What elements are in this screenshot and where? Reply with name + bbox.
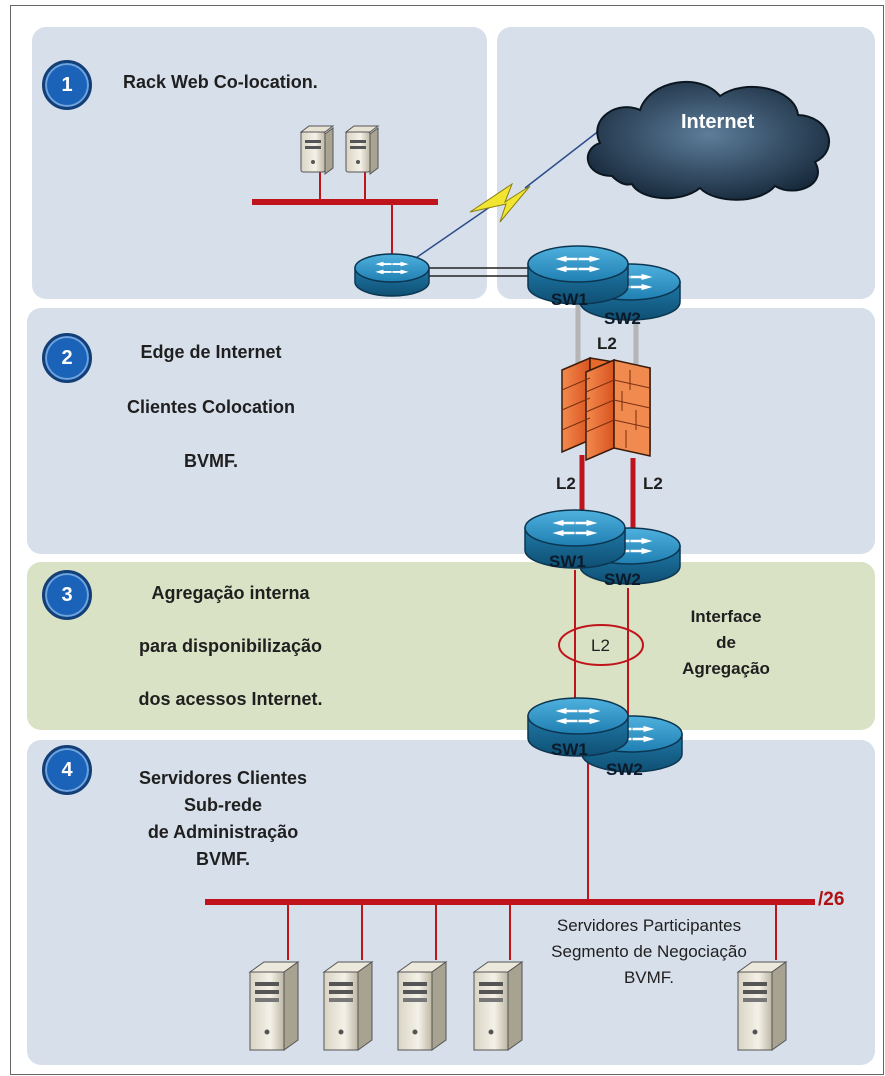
zone-1-badge: 1 [42, 60, 92, 110]
l2-label-upper: L2 [597, 334, 617, 353]
diagram-frame [10, 5, 884, 1075]
internet-cloud-icon [586, 81, 831, 201]
zone-4-line-3: de Administração [147, 822, 299, 842]
client-server-3 [396, 961, 448, 1051]
subnet-mask-label: /26 [818, 889, 845, 910]
zone-1-lan [252, 172, 438, 255]
aggregation-interface-line-2: de [716, 633, 736, 652]
l2-label-left: L2 [556, 474, 576, 493]
zone-3-line-2: para disponibilização [138, 636, 323, 656]
zone-3-line-1: Agregação interna [151, 583, 310, 603]
zone-2-panel [27, 308, 875, 554]
client-server-1 [248, 961, 300, 1051]
zone-1-panel [32, 27, 487, 299]
client-server-2 [322, 961, 374, 1051]
participant-servers-line-3: BVMF. [623, 968, 675, 987]
participant-servers-line-2: Segmento de Negociação [551, 942, 747, 961]
rack-server-1 [299, 125, 335, 175]
client-server-4 [472, 961, 524, 1051]
zone-4-badge: 4 [42, 745, 92, 795]
edge-sw2-label: SW2 [604, 309, 641, 328]
zone-2-line-3: BVMF. [184, 451, 238, 471]
core-sw2-label: SW2 [606, 760, 643, 779]
edge-sw1-label: SW1 [551, 290, 588, 309]
firewall-icon [561, 356, 651, 462]
participant-server [736, 961, 788, 1051]
zone-2-line-2: Clientes Colocation [126, 397, 296, 417]
participant-servers-line-1: Servidores Participantes [556, 916, 742, 935]
mid-sw2-label: SW2 [604, 570, 641, 589]
core-sw1-icon [527, 697, 629, 757]
aggregation-interface-line-1: Interface [690, 607, 762, 626]
l2-label-right: L2 [643, 474, 663, 493]
mid-sw1-icon [524, 509, 626, 569]
rack-server-2 [344, 125, 380, 175]
edge-sw1-icon [527, 245, 629, 305]
zone-4-line-1: Servidores Clientes [138, 768, 308, 788]
zone-3-panel [27, 562, 875, 730]
zone-3-badge: 3 [42, 570, 92, 620]
zone-2-line-1: Edge de Internet [140, 342, 282, 362]
wan-link-bolt [409, 129, 601, 263]
zone-4-line-2: Sub-rede [183, 795, 262, 815]
zone-3-line-3: dos acessos Internet. [138, 689, 323, 709]
router-zone-1-icon [354, 253, 430, 297]
zone-1-title: Rack Web Co-location. [123, 72, 318, 92]
internet-label: Internet [681, 111, 755, 133]
core-sw1-label: SW1 [551, 740, 588, 759]
zone-4-line-4: BVMF. [196, 849, 250, 869]
l2-label-aggregation: L2 [591, 636, 610, 655]
aggregation-interface-line-3: Agregação [682, 659, 770, 678]
mid-sw1-label: SW1 [549, 552, 586, 571]
zone-2-badge: 2 [42, 333, 92, 383]
